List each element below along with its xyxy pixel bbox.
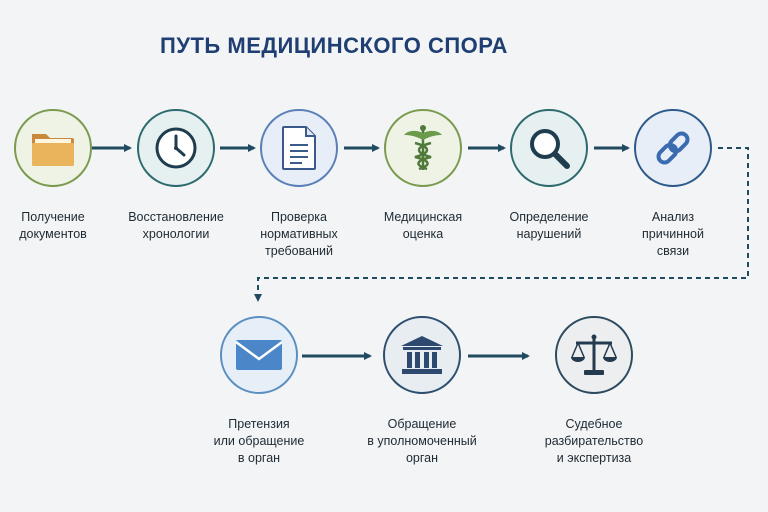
step-receive-documents: Получение документов (0, 109, 118, 243)
step-label: Претензия или обращение в орган (213, 417, 305, 465)
step-circle (260, 109, 338, 187)
step-causal-analysis: Анализ причинной связи (608, 109, 738, 260)
step-authority-appeal: Обращение в уполномоченный орган (357, 316, 487, 467)
step-label: Медицинская оценка (383, 210, 463, 241)
step-identify-violations: Определение нарушений (484, 109, 614, 243)
step-circle (510, 109, 588, 187)
step-circle (137, 109, 215, 187)
step-circle (383, 316, 461, 394)
step-circle (14, 109, 92, 187)
step-check-requirements: Проверка нормативных требований (234, 109, 364, 260)
step-litigation: Судебное разбирательство и экспертиза (529, 316, 659, 467)
step-label: Судебное разбирательство и экспертиза (544, 417, 644, 465)
step-label: Получение документов (19, 210, 87, 241)
step-claim: Претензия или обращение в орган (194, 316, 324, 467)
document-icon (282, 126, 316, 170)
clock-icon (155, 127, 197, 169)
step-restore-chronology: Восстановление хронологии (111, 109, 241, 243)
step-circle (384, 109, 462, 187)
folder-icon (32, 134, 74, 166)
step-circle (220, 316, 298, 394)
step-circle (634, 109, 712, 187)
scales-icon (571, 334, 617, 375)
step-label: Обращение в уполномоченный орган (367, 417, 477, 465)
dashed-connector (254, 147, 749, 302)
step-label: Восстановление хронологии (128, 210, 224, 241)
magnifier-icon (530, 129, 570, 169)
step-circle (555, 316, 633, 394)
envelope-icon (235, 340, 283, 370)
diagram-title: ПУТЬ МЕДИЦИНСКОГО СПОРА (160, 33, 508, 58)
step-label: Анализ причинной связи (642, 210, 704, 258)
step-label: Проверка нормативных требований (260, 210, 338, 258)
link-icon (656, 131, 690, 165)
caduceus-icon (404, 125, 442, 171)
step-medical-assessment: Медицинская оценка (358, 109, 488, 243)
step-label: Определение нарушений (509, 210, 589, 241)
building-icon (401, 336, 443, 374)
